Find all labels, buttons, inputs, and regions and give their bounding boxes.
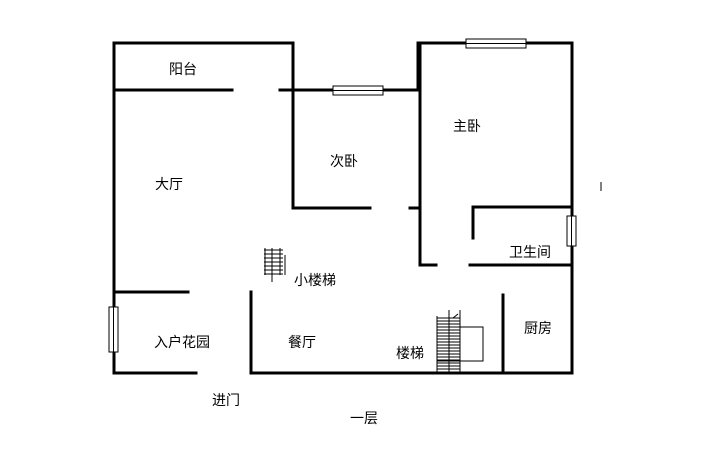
stairs-icon [436,310,484,373]
label-living-room: 大厅 [155,177,183,193]
label-kitchen: 厨房 [524,321,552,337]
label-entry-garden: 入户花园 [154,334,210,351]
windows [108,38,577,353]
small-stairs-icon [264,248,286,282]
label-entrance: 进门 [212,393,240,409]
label-stairs: 楼梯 [396,346,424,362]
label-bathroom: 卫生间 [509,245,551,261]
label-floor: 一层 [350,411,378,427]
label-balcony: 阳台 [169,62,197,78]
labels: 阳台 大厅 次卧 主卧 卫生间 小楼梯 厨房 入户花园 餐厅 楼梯 进门 一层 [154,62,552,427]
label-dining-room: 餐厅 [288,335,316,351]
label-small-stairs: 小楼梯 [294,273,336,289]
label-second-bedroom: 次卧 [330,154,358,170]
label-master-bedroom: 主卧 [453,119,481,135]
